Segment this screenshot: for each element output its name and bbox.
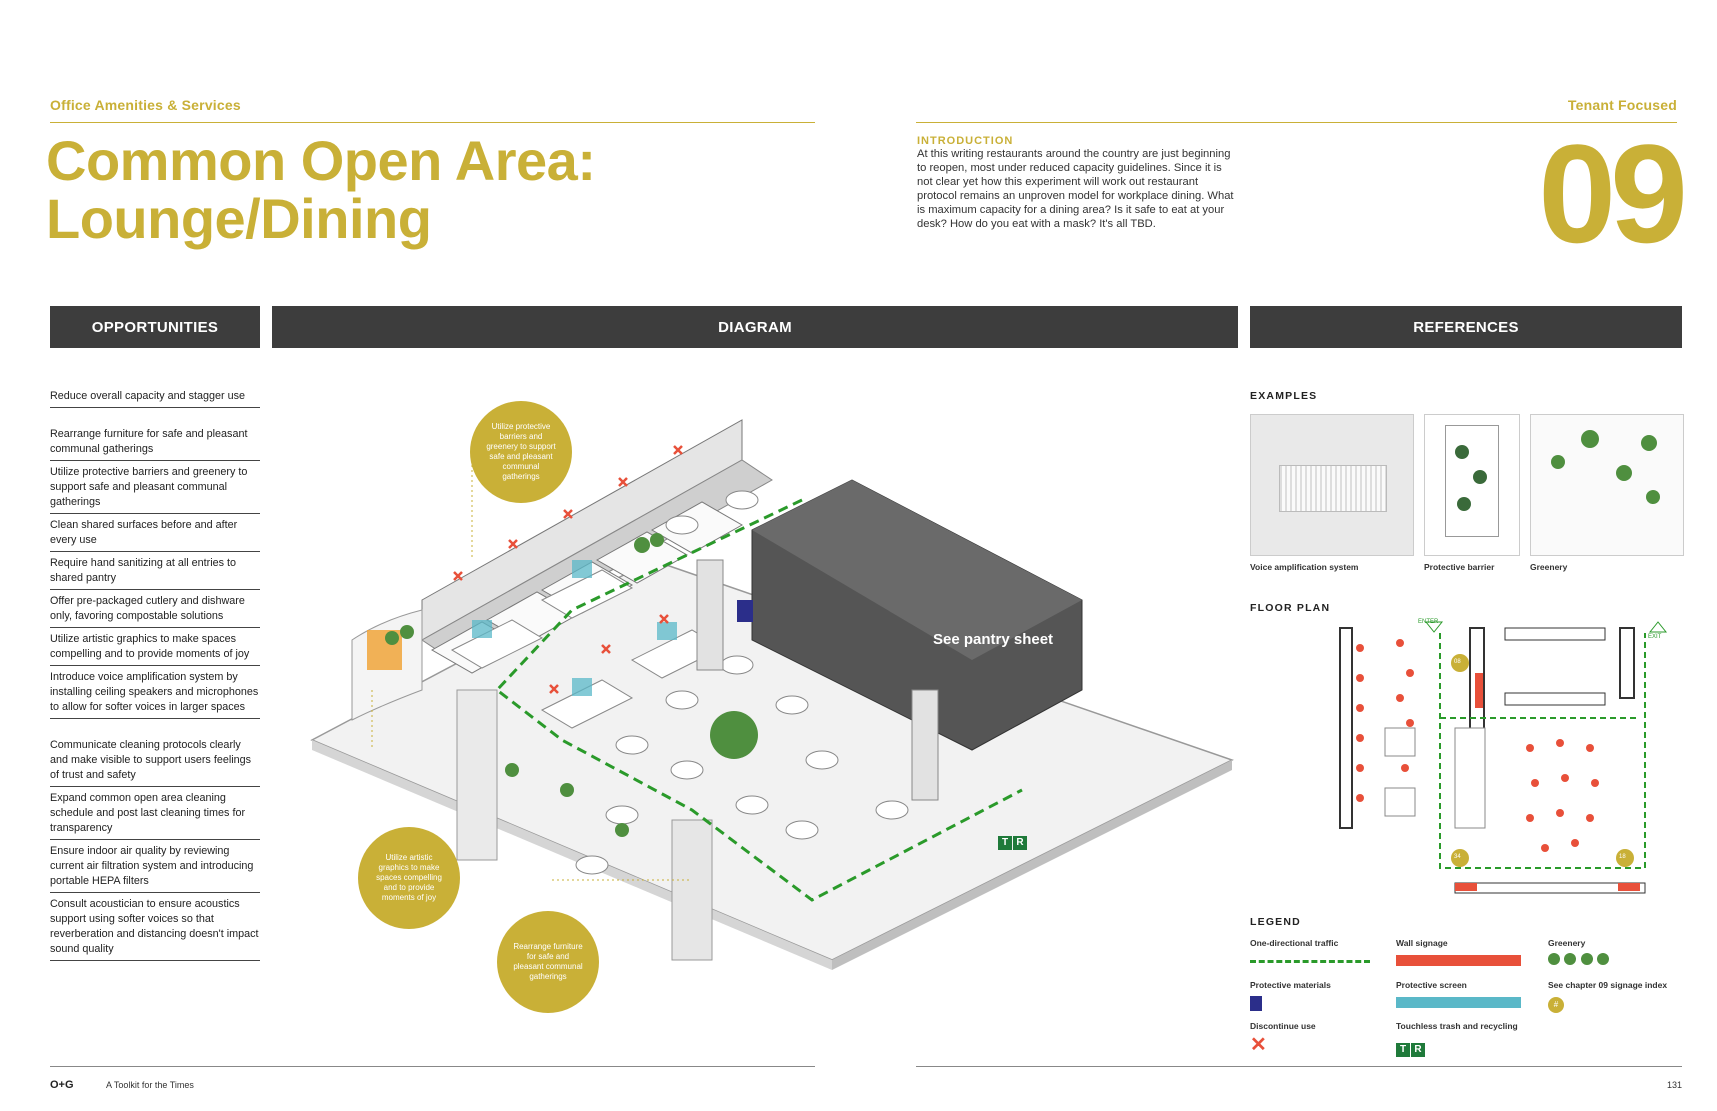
floorplan-badge: 34 xyxy=(1454,854,1461,860)
examples-heading: EXAMPLES xyxy=(1250,390,1318,402)
floorplan-badge: 08 xyxy=(1454,659,1461,665)
title-line-1: Common Open Area: xyxy=(46,129,596,192)
recycling-icon: R xyxy=(1013,836,1027,850)
footer-rule-right xyxy=(916,1066,1682,1067)
legend-protective-screen-label: Protective screen xyxy=(1396,980,1467,990)
example-image-greenery xyxy=(1530,414,1684,556)
callout-furniture: Rearrange furniture for safe and pleasan… xyxy=(497,911,599,1013)
opportunity-item: Expand common open area cleaning schedul… xyxy=(50,791,260,840)
floor-plan xyxy=(1339,621,1668,894)
legend-wall-signage-swatch xyxy=(1396,955,1521,966)
opportunities-bar: OPPORTUNITIES xyxy=(50,306,260,348)
floorplan-enter-label: ENTER xyxy=(1418,619,1439,625)
opportunity-item: Utilize artistic graphics to make spaces… xyxy=(50,632,260,666)
legend-wall-signage-label: Wall signage xyxy=(1396,938,1448,948)
example-caption: Voice amplification system xyxy=(1250,562,1359,572)
tables xyxy=(575,490,909,875)
legend-touchless-label: Touchless trash and recycling xyxy=(1396,1021,1518,1031)
legend-greenery-label: Greenery xyxy=(1548,938,1586,948)
footer-title: A Toolkit for the Times xyxy=(106,1080,194,1090)
recycling-icon: R xyxy=(1411,1043,1425,1057)
legend-discontinue-label: Discontinue use xyxy=(1250,1021,1316,1031)
partition xyxy=(456,689,498,861)
pantry-label: See pantry sheet xyxy=(933,631,1054,648)
opportunity-item: Offer pre-packaged cutlery and dishware … xyxy=(50,594,260,628)
legend-protective-screen-swatch xyxy=(1396,997,1521,1008)
diagram-bar: DIAGRAM xyxy=(272,306,1238,348)
legend-protective-materials-label: Protective materials xyxy=(1250,980,1331,990)
discontinue-marks xyxy=(453,445,683,694)
column xyxy=(911,689,939,801)
floorplan-badge: 18 xyxy=(1619,854,1626,860)
example-image-protective-barrier xyxy=(1424,414,1520,556)
trash-icon: T xyxy=(998,836,1012,850)
opportunity-item: Clean shared surfaces before and after e… xyxy=(50,518,260,552)
intro-body: At this writing restaurants around the c… xyxy=(917,148,1234,230)
example-caption: Greenery xyxy=(1530,562,1568,572)
desks xyxy=(450,569,724,729)
header-rule-left xyxy=(50,122,815,123)
floorplan-exit-label: EXIT xyxy=(1648,634,1662,640)
callout-barriers: Utilize protective barriers and greenery… xyxy=(470,401,572,503)
example-image-voice-amplification xyxy=(1250,414,1414,556)
legend-heading: LEGEND xyxy=(1250,916,1301,928)
title-line-2: Lounge/Dining xyxy=(46,187,432,250)
greenery xyxy=(385,533,758,837)
introduction: INTRODUCTION At this writing restaurants… xyxy=(917,135,1235,231)
opportunity-item: Ensure indoor air quality by reviewing c… xyxy=(50,844,260,893)
page-title: Common Open Area: Lounge/Dining xyxy=(46,129,596,250)
legend-greenery-swatch xyxy=(1548,952,1610,970)
opportunity-item: Introduce voice amplification system by … xyxy=(50,670,260,719)
footer-logo: O+G xyxy=(50,1079,74,1091)
isometric-diagram xyxy=(310,419,1234,970)
intro-heading: INTRODUCTION xyxy=(917,135,1014,147)
header-rule-right xyxy=(916,122,1677,123)
category-label: Tenant Focused xyxy=(1567,97,1677,113)
opportunity-item: Reduce overall capacity and stagger use xyxy=(50,389,260,408)
opportunity-item: Utilize protective barriers and greenery… xyxy=(50,465,260,514)
example-caption: Protective barrier xyxy=(1424,562,1495,572)
opportunity-item: Rearrange furniture for safe and pleasan… xyxy=(50,427,260,461)
references-bar: REFERENCES xyxy=(1250,306,1682,348)
page-number: 131 xyxy=(1666,1080,1682,1090)
protective-screens xyxy=(472,560,677,696)
section-label: Office Amenities & Services xyxy=(50,97,241,113)
legend-traffic-swatch xyxy=(1250,960,1370,963)
opportunity-item: Require hand sanitizing at all entries t… xyxy=(50,556,260,590)
signage-index-icon: # xyxy=(1548,997,1564,1013)
opportunity-item: Communicate cleaning protocols clearly a… xyxy=(50,738,260,787)
chapter-number: 09 xyxy=(1538,115,1688,272)
trash-icon: T xyxy=(1396,1043,1410,1057)
discontinue-x-icon: ✕ xyxy=(1250,1034,1267,1056)
footer-rule-left xyxy=(50,1066,815,1067)
traffic-path xyxy=(494,498,1023,902)
legend-signage-index-label: See chapter 09 signage index xyxy=(1548,980,1668,990)
sanitizer-icon xyxy=(1250,996,1262,1011)
floorplan-heading: FLOOR PLAN xyxy=(1250,602,1331,614)
partition xyxy=(671,819,713,961)
column xyxy=(696,559,724,671)
opportunity-item: Consult acoustician to ensure acoustics … xyxy=(50,897,260,961)
callout-graphics: Utilize artistic graphics to make spaces… xyxy=(358,827,460,929)
sanitizer-sign-icon xyxy=(737,600,753,622)
legend-traffic-label: One-directional traffic xyxy=(1250,938,1339,948)
